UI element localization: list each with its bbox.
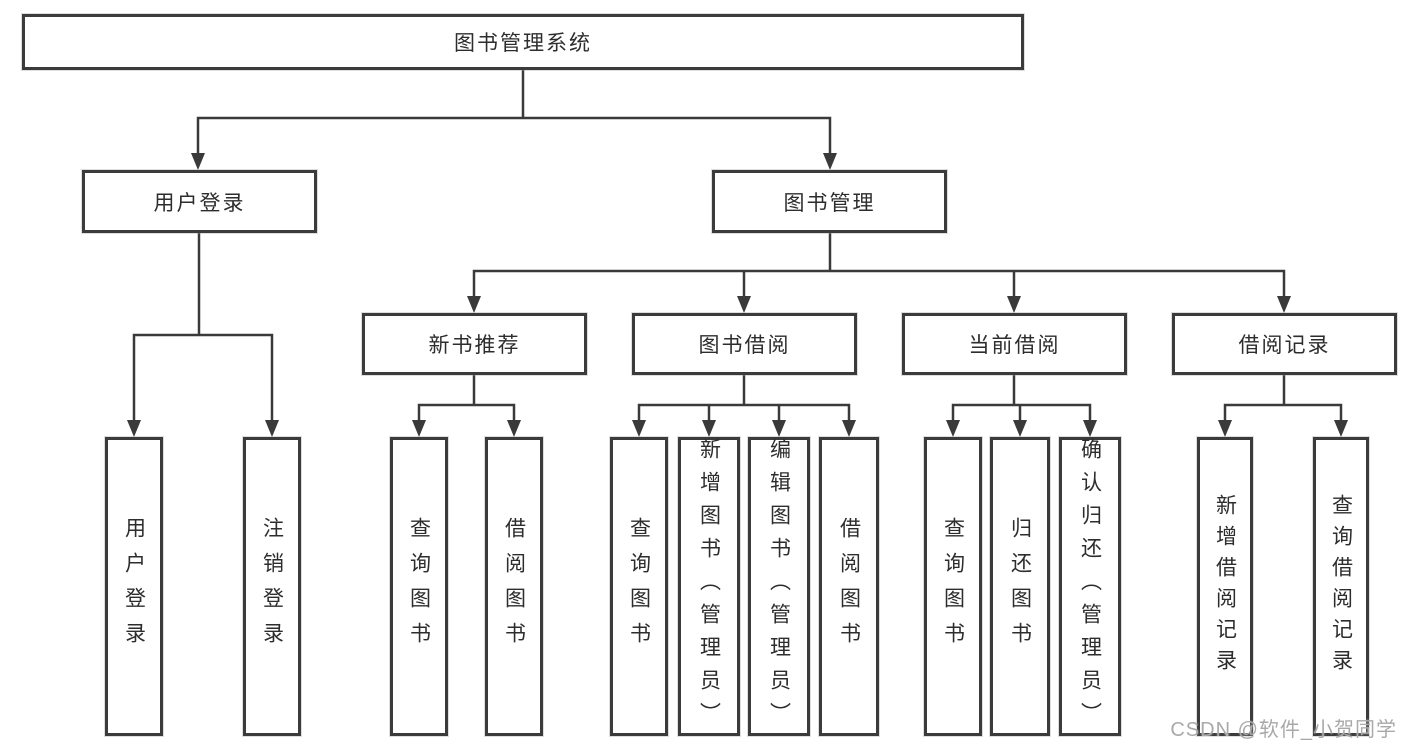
leaf-return-books: 归还图书 bbox=[990, 437, 1050, 736]
leaf-label: 查询图书 bbox=[941, 516, 965, 657]
leaf-query-books-current: 查询图书 bbox=[924, 437, 982, 736]
leaf-borrow-books-borrowing: 借阅图书 bbox=[819, 437, 879, 736]
node-user-login: 用户登录 bbox=[82, 170, 317, 233]
node-book-management: 图书管理 bbox=[712, 170, 947, 233]
node-borrowing-records: 借阅记录 bbox=[1172, 313, 1397, 375]
node-new-book-recommend: 新书推荐 bbox=[362, 313, 587, 375]
leaf-confirm-return-admin: 确认归还（管理员） bbox=[1059, 437, 1121, 736]
leaf-add-books-admin: 新增图书（管理员） bbox=[678, 437, 740, 736]
leaf-label: 查询借阅记录 bbox=[1329, 493, 1353, 680]
leaf-add-borrow-record: 新增借阅记录 bbox=[1197, 437, 1253, 736]
leaf-label: 借阅图书 bbox=[502, 516, 526, 657]
leaf-label: 新增借阅记录 bbox=[1213, 493, 1237, 680]
node-label: 用户登录 bbox=[153, 191, 246, 215]
node-current-borrowing: 当前借阅 bbox=[902, 313, 1127, 375]
leaf-edit-books-admin: 编辑图书（管理员） bbox=[748, 437, 810, 736]
leaf-label: 借阅图书 bbox=[837, 516, 861, 657]
node-label: 当前借阅 bbox=[968, 334, 1061, 357]
node-label: 图书管理系统 bbox=[454, 32, 592, 55]
leaf-query-books-borrowing: 查询图书 bbox=[610, 437, 668, 736]
node-label: 图书借阅 bbox=[698, 334, 791, 357]
node-label: 新书推荐 bbox=[428, 334, 521, 357]
leaf-query-books-recommend: 查询图书 bbox=[390, 437, 448, 736]
leaf-label: 确认归还（管理员） bbox=[1078, 438, 1102, 735]
leaf-query-borrow-record: 查询借阅记录 bbox=[1313, 437, 1369, 736]
leaf-logout: 注销登录 bbox=[243, 437, 301, 736]
leaf-label: 查询图书 bbox=[407, 516, 431, 657]
node-label: 借阅记录 bbox=[1238, 334, 1331, 357]
leaf-label: 编辑图书（管理员） bbox=[767, 438, 791, 735]
node-library-management-system: 图书管理系统 bbox=[22, 14, 1024, 70]
leaf-label: 归还图书 bbox=[1008, 516, 1032, 657]
node-book-borrowing: 图书借阅 bbox=[632, 313, 857, 375]
leaf-label: 查询图书 bbox=[627, 516, 651, 657]
csdn-watermark: CSDN @软件_小贺同学 bbox=[1170, 719, 1397, 741]
leaf-label: 用户登录 bbox=[122, 516, 146, 657]
node-label: 图书管理 bbox=[783, 191, 876, 215]
leaf-user-login: 用户登录 bbox=[105, 437, 163, 736]
leaf-label: 新增图书（管理员） bbox=[697, 438, 721, 735]
leaf-label: 注销登录 bbox=[260, 516, 284, 657]
leaf-borrow-books-recommend: 借阅图书 bbox=[485, 437, 543, 736]
